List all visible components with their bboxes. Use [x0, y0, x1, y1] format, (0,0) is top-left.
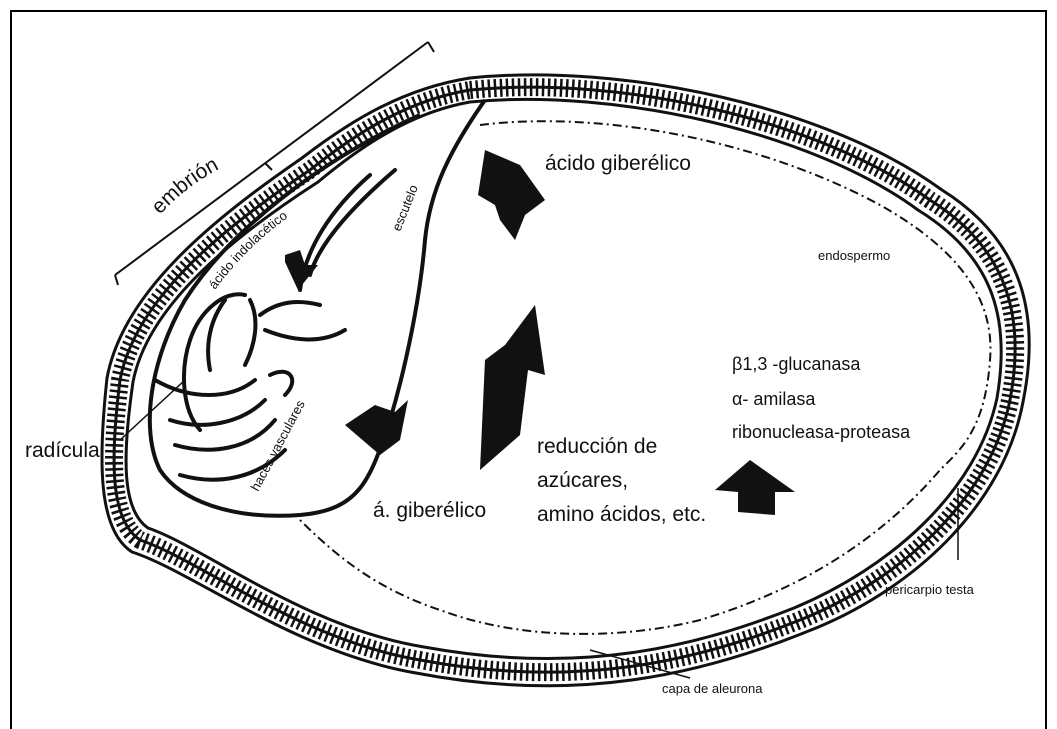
label-pericarpio-testa: pericarpio testa	[885, 582, 975, 597]
label-reduccion-1: reducción de	[537, 435, 657, 458]
label-embrion: embrión	[147, 153, 222, 218]
embrion-bracket	[115, 42, 434, 285]
label-acido-giberelico-top: ácido giberélico	[545, 152, 691, 175]
label-capa-de-aleurona: capa de aleurona	[662, 681, 763, 696]
label-escutelo: escutelo	[389, 183, 421, 234]
label-amilasa: α- amilasa	[732, 389, 816, 409]
label-endospermo: endospermo	[818, 248, 890, 263]
arrows	[285, 150, 795, 515]
label-radicula: radícula	[25, 439, 100, 462]
label-ribonucleasa: ribonucleasa-proteasa	[732, 422, 911, 442]
arrow-large-up	[480, 305, 545, 470]
label-reduccion-2: azúcares,	[537, 469, 628, 492]
arrow-up-left-top	[478, 150, 545, 240]
arrow-down-left	[345, 400, 408, 455]
arrow-small-indole	[285, 250, 318, 290]
label-reduccion-3: amino ácidos, etc.	[537, 503, 706, 526]
label-a-giberelico: á. giberélico	[373, 499, 486, 522]
arrow-up-right	[715, 460, 795, 515]
label-haces-vasculares: haces vasculares	[247, 397, 308, 493]
label-glucanasa: β1,3 -glucanasa	[732, 354, 861, 374]
